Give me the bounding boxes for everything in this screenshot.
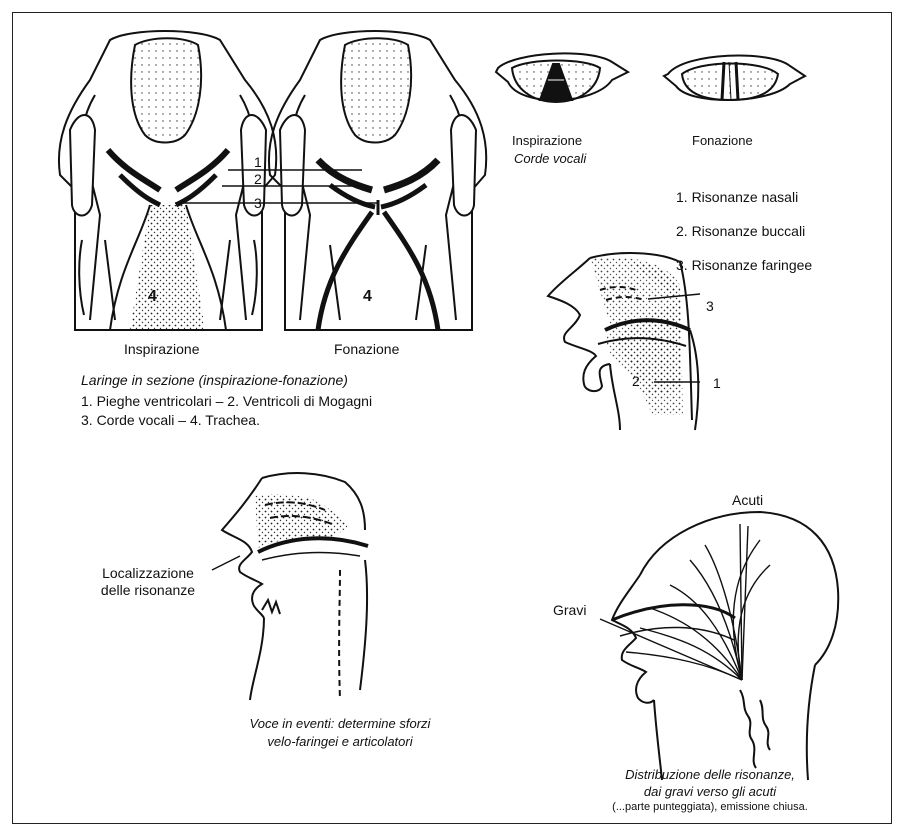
larynx-number-3: 3 xyxy=(254,195,262,211)
resonances-head-drawing xyxy=(548,253,700,430)
resonance-legend-nasal: 1. Risonanze nasali xyxy=(676,189,798,205)
distribution-label-gravi: Gravi xyxy=(553,602,586,618)
larynx-label-phonation: Fonazione xyxy=(334,341,399,357)
distribution-label-acuti: Acuti xyxy=(732,492,763,508)
resonance-marker-3: 3 xyxy=(706,298,714,314)
localization-label-line-1: Localizzazione xyxy=(88,565,208,581)
trachea-number-right: 4 xyxy=(363,288,372,305)
larynx-number-2: 2 xyxy=(254,171,262,187)
larynx-number-1: 1 xyxy=(254,154,262,170)
vocal-cords-phonation-drawing xyxy=(664,56,805,101)
vocal-cords-caption: Corde vocali xyxy=(514,151,586,166)
larynx-legend-line-2: 3. Corde vocali – 4. Trachea. xyxy=(81,412,260,428)
resonance-marker-2: 2 xyxy=(632,373,640,389)
distribution-caption-line-1: Distribuzione delle risonanze, xyxy=(560,767,860,782)
trachea-number-left: 4 xyxy=(148,288,157,305)
larynx-caption: Laringe in sezione (inspirazione-fonazio… xyxy=(81,372,348,388)
vocal-cords-label-phonation: Fonazione xyxy=(692,133,753,148)
larynx-legend-line-1: 1. Pieghe ventricolari – 2. Ventricoli d… xyxy=(81,393,372,409)
localization-caption-line-1: Voce in eventi: determine sforzi xyxy=(220,716,460,731)
larynx-label-inspiration: Inspirazione xyxy=(124,341,200,357)
larynx-phonation-drawing xyxy=(269,31,486,330)
larynx-inspiration-drawing xyxy=(59,31,276,330)
localization-head-drawing xyxy=(212,473,368,700)
distribution-caption-line-3: (...parte punteggiata), emissione chiusa… xyxy=(560,801,860,813)
vocal-cords-label-inspiration: Inspirazione xyxy=(512,133,582,148)
vocal-cords-inspiration-drawing xyxy=(496,53,628,102)
localization-caption-line-2: velo-faringei e articolatori xyxy=(220,734,460,749)
resonance-fan-lines xyxy=(600,524,770,680)
resonance-legend-buccal: 2. Risonanze buccali xyxy=(676,223,805,239)
distribution-head-drawing xyxy=(612,512,838,780)
localization-label-line-2: delle risonanze xyxy=(88,582,208,598)
resonance-legend-pharyngeal: 3. Risonanze faringee xyxy=(676,257,812,273)
distribution-caption-line-2: dai gravi verso gli acuti xyxy=(560,784,860,799)
resonance-marker-1: 1 xyxy=(713,375,721,391)
